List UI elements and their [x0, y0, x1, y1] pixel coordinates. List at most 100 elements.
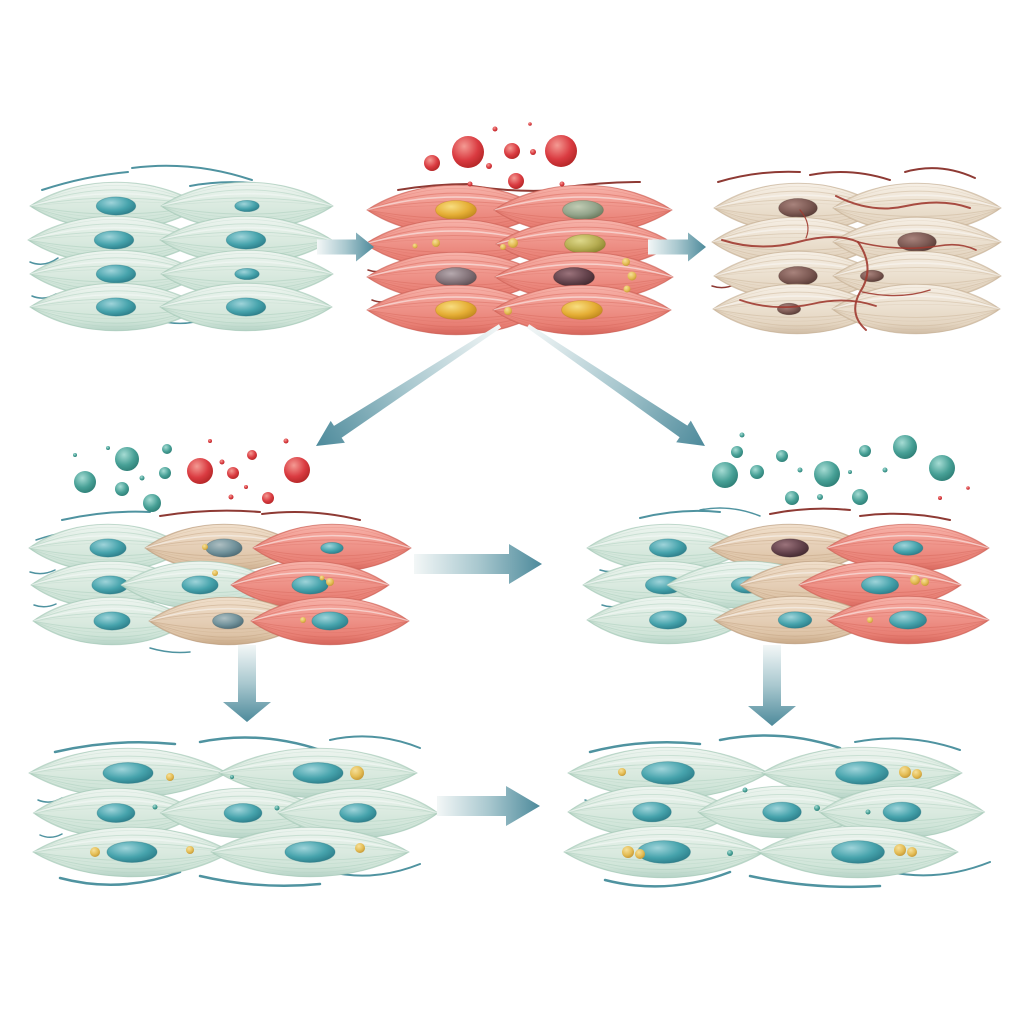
- debris-dot: [212, 570, 218, 576]
- cell-nucleus: [205, 538, 243, 558]
- teal-signal-particle: [750, 465, 764, 479]
- connective-fiber: [261, 511, 361, 521]
- debris-dot: [355, 843, 365, 853]
- connective-fiber: [39, 833, 63, 838]
- fibrosis-capillary: [835, 195, 971, 210]
- fibrosis-capillary: [854, 241, 869, 331]
- debris-dot: [274, 805, 280, 811]
- connective-fiber: [854, 737, 961, 751]
- teal-signal-particle: [115, 482, 129, 496]
- muscle-cell-i: [826, 595, 990, 645]
- cell-nucleus: [339, 803, 377, 823]
- fibrosis-capillary: [799, 209, 809, 239]
- muscle-cell-f: [832, 182, 1002, 234]
- muscle-cell-h: [761, 746, 963, 800]
- teal-signal-particle: [848, 470, 852, 474]
- debris-dot: [910, 575, 920, 585]
- arrow-regenerating-to-regenerated: [437, 786, 540, 826]
- teal-signal-particle: [882, 467, 888, 473]
- cell-nucleus: [106, 841, 158, 863]
- cell-nucleus: [553, 267, 595, 287]
- connective-fiber: [58, 870, 182, 886]
- cell-nucleus: [777, 302, 801, 316]
- cell-nucleus: [888, 610, 928, 630]
- cell-nucleus: [284, 841, 336, 863]
- debris-dot: [230, 775, 234, 779]
- muscle-cell-f: [831, 283, 1001, 335]
- cell-striations: [827, 596, 989, 644]
- red-signal-particle: [247, 450, 257, 460]
- debris-dot: [635, 849, 645, 859]
- cell-nucleus: [93, 230, 135, 250]
- connective-fiber: [588, 740, 702, 754]
- cell-nucleus: [762, 801, 802, 823]
- cell-nucleus: [95, 297, 137, 317]
- connective-fiber: [717, 170, 801, 183]
- cell-nucleus: [102, 762, 154, 784]
- debris-dot: [727, 850, 733, 856]
- cell-nucleus: [562, 200, 604, 220]
- arrow-recovering-left-to-right: [414, 544, 542, 584]
- teal-signal-particle: [859, 445, 871, 457]
- teal-signal-particle: [74, 471, 96, 493]
- cell-nucleus: [95, 264, 137, 284]
- connective-fiber: [769, 507, 851, 515]
- debris-dot: [742, 787, 748, 793]
- bundle-regenerating-muscle: [28, 735, 439, 888]
- debris-dot: [623, 285, 631, 293]
- cell-nucleus: [892, 540, 924, 556]
- connective-fiber: [699, 507, 761, 517]
- red-signal-particle: [228, 494, 234, 500]
- teal-signal-particle: [776, 450, 788, 462]
- bundle-recovering-mixed-right: [582, 432, 990, 645]
- teal-signal-particle: [852, 489, 868, 505]
- red-signal-particle: [938, 496, 942, 500]
- red-signal-particle: [244, 485, 248, 489]
- teal-signal-particle: [929, 455, 955, 481]
- red-signal-particle: [227, 467, 239, 479]
- debris-dot: [622, 258, 630, 266]
- bundle-recovering-mixed-left: [28, 438, 412, 654]
- teal-signal-particle: [106, 446, 110, 450]
- cell-nucleus: [435, 200, 477, 220]
- arrow-recovering-left-down: [223, 645, 271, 722]
- debris-dot: [867, 617, 873, 623]
- teal-signal-particle: [797, 467, 803, 473]
- red-signal-particle: [545, 135, 577, 167]
- muscle-cell-i: [250, 596, 410, 646]
- connective-fiber: [748, 874, 882, 889]
- debris-dot: [814, 805, 820, 811]
- teal-signal-particle: [162, 444, 172, 454]
- red-signal-particle: [966, 486, 970, 490]
- connective-fiber: [639, 509, 721, 519]
- cell-nucleus: [648, 538, 688, 558]
- bundle-healthy-muscle: [27, 164, 334, 332]
- red-signal-particle: [508, 173, 524, 189]
- debris-dot: [504, 307, 512, 315]
- connective-fiber: [131, 164, 253, 181]
- cell-nucleus: [292, 762, 344, 784]
- arrow-recovering-right-down: [748, 645, 796, 726]
- connective-fiber: [149, 647, 191, 654]
- connective-fiber: [61, 510, 151, 521]
- cell-nucleus: [835, 761, 889, 785]
- red-signal-particle: [528, 122, 532, 126]
- cell-nucleus: [637, 840, 691, 864]
- debris-dot: [627, 271, 637, 281]
- teal-signal-particle: [739, 432, 745, 438]
- connective-fiber: [329, 735, 421, 749]
- bundle-regenerated-muscle: [563, 734, 991, 889]
- cell-nucleus: [320, 541, 344, 555]
- debris-dot: [432, 239, 440, 247]
- cell-nucleus: [831, 840, 885, 864]
- red-signal-particle: [452, 136, 484, 168]
- debris-dot: [907, 847, 917, 857]
- arrow-healthy-to-inflamed: [317, 232, 374, 262]
- teal-signal-particle: [731, 446, 743, 458]
- teal-signal-particle: [817, 494, 823, 500]
- fibrosis-capillary: [739, 299, 877, 309]
- cell-nucleus: [564, 234, 606, 254]
- teal-signal-particle: [139, 475, 145, 481]
- connective-fiber: [29, 257, 59, 265]
